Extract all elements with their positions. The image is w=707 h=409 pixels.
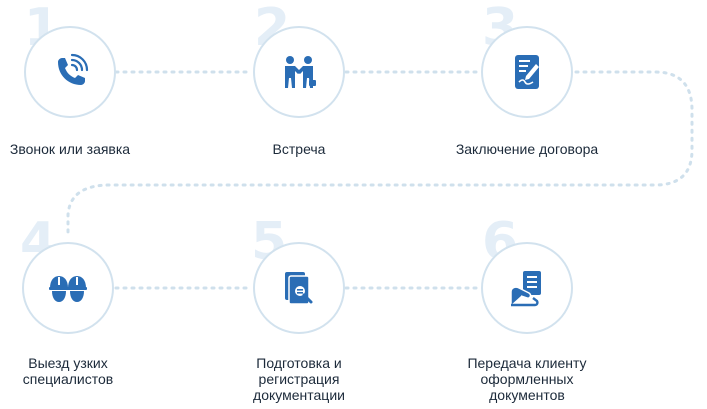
step-icon-circle [253, 242, 345, 334]
step-icon-circle [253, 26, 345, 118]
document-search-icon [285, 272, 313, 305]
step-label: Подготовка и регистрация документации [253, 355, 345, 403]
step-label: Передача клиенту оформленных документов [467, 355, 587, 403]
connector-3-4 [66, 70, 694, 234]
phone-icon [58, 53, 89, 85]
step-label: Заключение договора [455, 141, 599, 157]
hardhat-workers-icon [49, 276, 87, 302]
step-label: Встреча [272, 141, 326, 157]
document-handover-icon [510, 271, 541, 307]
step-icon-circle [22, 242, 114, 334]
step-icon-circle [481, 242, 573, 334]
step-icon-circle [481, 26, 573, 118]
step-label: Выезд узких специалистов [22, 355, 114, 387]
step-label: Звонок или заявка [9, 141, 131, 157]
step-icon-circle [24, 26, 116, 118]
contract-icon [515, 55, 539, 89]
handshake-icon [285, 56, 316, 88]
